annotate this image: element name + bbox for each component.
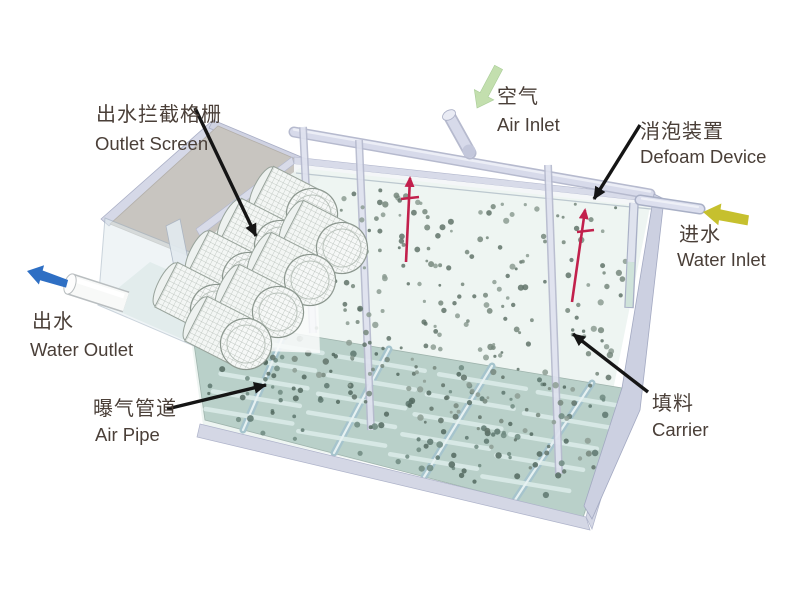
label-water-outlet-zh: 出水: [32, 310, 74, 333]
label-water-inlet-zh: 进水: [679, 223, 721, 246]
water-outlet-pipe: [63, 273, 130, 313]
callout-arrow-defoam-device: [592, 124, 642, 200]
carrier-dots-water: [218, 188, 635, 474]
water-inlet-pipe: [624, 194, 706, 309]
air-inlet-arrow: [473, 64, 503, 109]
label-defoam-device-en: Defoam Device: [640, 146, 766, 167]
tank-base-front-rim: [196, 423, 591, 531]
water-surface-line: [295, 172, 652, 210]
outlet-chamber-back-wall: [100, 119, 331, 269]
water-inlet-arrow: [703, 203, 749, 226]
label-water-outlet-en: Water Outlet: [30, 339, 133, 360]
callout-arrows: [166, 107, 650, 411]
label-air-pipe-zh: 曝气管道: [93, 397, 177, 420]
callout-arrow-carrier: [571, 332, 650, 394]
air-inlet-stub-pipe: [442, 109, 477, 160]
label-carrier-zh: 填料: [652, 392, 694, 415]
outlet-screen-cylinder: [182, 295, 273, 371]
label-air-pipe-en: Air Pipe: [95, 424, 160, 445]
callout-arrow-outlet-screen: [193, 107, 258, 237]
defoam-device-1: [400, 176, 420, 263]
label-outlet-screen-zh: 出水拦截格栅: [96, 103, 222, 126]
outlet-screen-cylinders: [152, 165, 369, 371]
air-manifold-beam: [288, 126, 656, 200]
label-air-inlet-en: Air Inlet: [497, 114, 560, 135]
callout-arrow-air-pipe: [166, 381, 267, 411]
water-outlet-arrow: [27, 265, 69, 288]
label-outlet-screen-en: Outlet Screen: [95, 133, 208, 154]
label-carrier-en: Carrier: [652, 419, 709, 440]
label-defoam-device-zh: 消泡装置: [640, 120, 724, 143]
label-air-inlet-zh: 空气: [497, 85, 539, 108]
labels: 出水拦截格栅 Outlet Screen 空气 Air Inlet 消泡装置 D…: [30, 85, 766, 445]
label-water-inlet-en: Water Inlet: [677, 249, 766, 270]
defoam-device-2: [570, 208, 595, 303]
